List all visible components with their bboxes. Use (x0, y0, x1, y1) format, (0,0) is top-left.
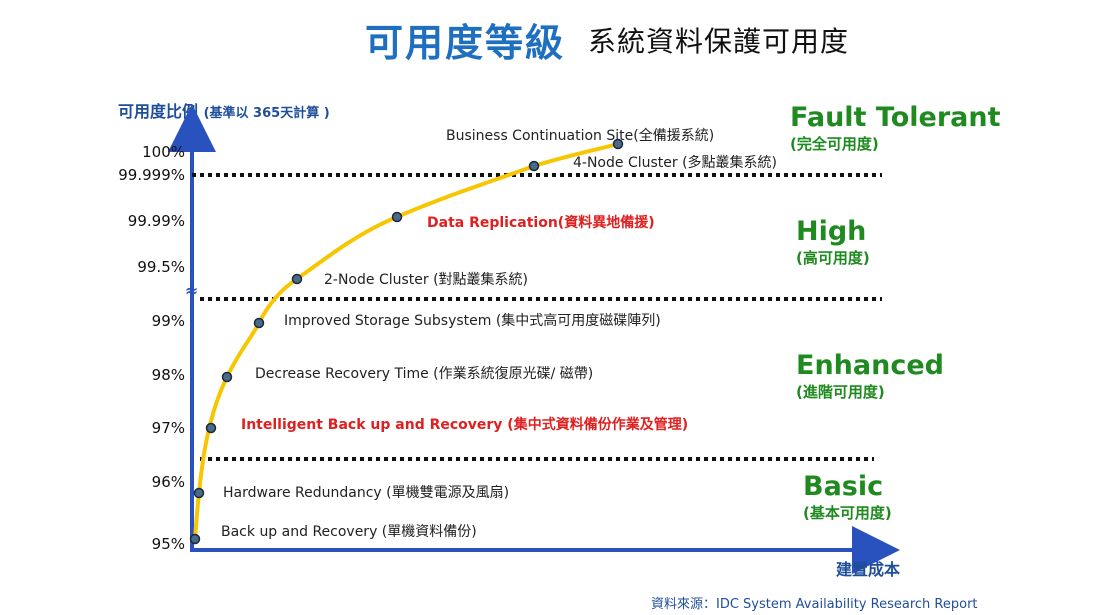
y-tick-label: 100% (142, 143, 185, 161)
tier-enhanced: Enhanced (進階可用度) (796, 350, 944, 402)
point-improved-storage (253, 317, 265, 329)
point-label-2-node-cluster: 2-Node Cluster (對點叢集系統) (324, 272, 529, 288)
point-decrease-recovery (221, 371, 233, 383)
y-tick-label: 99% (151, 312, 185, 330)
tier-name: High (796, 216, 867, 247)
point-label-backup-recovery: Back up and Recovery (單機資料備份) (221, 524, 477, 540)
point-label-business-continuation: Business Continuation Site(全備援系統) (446, 128, 715, 144)
x-axis-label: 建置成本 (836, 560, 901, 579)
point-intelligent-backup (205, 422, 217, 434)
point-label-decrease-recovery: Decrease Recovery Time (作業系統復原光碟/ 磁帶) (255, 366, 594, 382)
point-label-data-replication: Data Replication(資料異地備援) (427, 215, 655, 231)
point-label-4-node-cluster: 4-Node Cluster (多點叢集系統) (573, 155, 778, 171)
y-tick-label: 96% (151, 473, 185, 491)
y-tick-label: 98% (151, 366, 185, 384)
tier-fault-tolerant: Fault Tolerant (完全可用度) (790, 102, 1000, 154)
point-hardware-redundancy (193, 487, 205, 499)
tier-subtitle: (完全可用度) (790, 135, 879, 153)
point-4-node-cluster (528, 160, 540, 172)
axis-break-mark: ≈ (185, 281, 199, 300)
tier-high: High (高可用度) (796, 216, 870, 268)
y-tick-label: 99.99% (127, 212, 185, 230)
availability-curve (193, 142, 619, 540)
point-label-intelligent-backup: Intelligent Back up and Recovery (集中式資料備… (241, 417, 689, 433)
y-tick-label: 97% (151, 419, 185, 437)
y-tick-label: 95% (151, 535, 185, 553)
tier-name: Fault Tolerant (790, 102, 1001, 133)
tier-subtitle: (基本可用度) (803, 504, 892, 522)
point-backup-recovery (189, 533, 201, 545)
point-data-replication (391, 211, 403, 223)
y-tick-label: 99.5% (137, 258, 185, 276)
tier-subtitle: (進階可用度) (796, 383, 885, 401)
tier-basic: Basic (基本可用度) (803, 471, 892, 523)
point-label-improved-storage: Improved Storage Subsystem (集中式高可用度磁碟陣列) (284, 313, 661, 329)
point-2-node-cluster (291, 273, 303, 285)
y-axis-note: (基準以 365天計算 ) (203, 106, 330, 121)
page-title: 可用度等級 (365, 21, 566, 65)
tier-name: Enhanced (796, 350, 944, 381)
point-label-hardware-redundancy: Hardware Redundancy (單機雙電源及風扇) (223, 485, 510, 501)
tier-name: Basic (803, 471, 884, 502)
point-business-continuation (612, 138, 624, 150)
source-citation: 資料來源：IDC System Availability Research Re… (651, 597, 978, 612)
y-tick-label: 99.999% (118, 166, 185, 184)
tier-subtitle: (高可用度) (796, 249, 870, 267)
page-subtitle: 系統資料保護可用度 (588, 25, 850, 58)
